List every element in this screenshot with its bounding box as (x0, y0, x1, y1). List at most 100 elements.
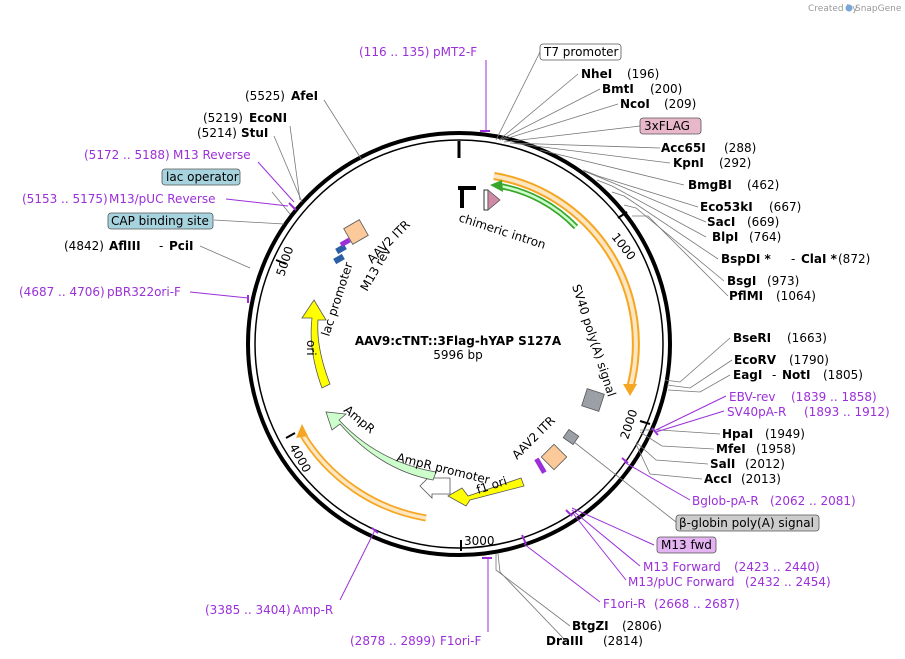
box-cap-binding-site[interactable] (107, 212, 214, 230)
enzyme-bsgi-pos: (973) (767, 274, 799, 288)
label-chimeric-intron: chimeric intron (457, 211, 547, 252)
box-3xflag[interactable] (639, 117, 702, 135)
snapgene-logo (845, 4, 853, 12)
sv40-polya-feature[interactable] (581, 388, 605, 412)
enzyme-blpi-pos: (764) (749, 230, 781, 244)
enzyme-bmti[interactable]: BmtI (602, 82, 634, 96)
enzyme-bseri[interactable]: BseRI (733, 331, 771, 345)
primer-bglob[interactable]: Bglob-pA-R (692, 494, 759, 508)
t7-feature[interactable] (483, 189, 489, 211)
primer-m13rev[interactable]: M13 Reverse (173, 148, 251, 162)
primer-pbr322[interactable]: pBR322ori-F (107, 285, 181, 299)
primer-ampr[interactable]: Amp-R (293, 603, 333, 617)
ampr-arrow[interactable] (325, 411, 437, 481)
primer-m13pucrev-range: (5153 .. 5175) (22, 192, 108, 206)
enzyme-mfei-pos: (1958) (756, 442, 796, 456)
enzyme-acc65i-pos: (288) (724, 141, 756, 155)
enzyme-afei[interactable]: AfeI (291, 89, 318, 103)
enzyme-hpai[interactable]: HpaI (722, 427, 753, 441)
enzyme-mfei[interactable]: MfeI (716, 442, 746, 456)
orf-arc-right-fill (493, 174, 638, 389)
leader-lines (199, 51, 733, 642)
enzyme-sali[interactable]: SalI (710, 457, 735, 471)
enzyme-sali-pos: (2012) (745, 457, 785, 471)
enzyme-clai[interactable]: ClaI * (801, 252, 838, 266)
flag-feature[interactable] (487, 189, 501, 211)
backbone-inner-ring (254, 139, 664, 549)
enzyme-sep-bspdi: - (791, 252, 795, 266)
label-3xflag: 3xFLAG (644, 119, 690, 133)
enzyme-blpi[interactable]: BlpI (712, 230, 738, 244)
enzyme-bspdi[interactable]: BspDI * (721, 252, 771, 266)
enzyme-acc65i[interactable]: Acc65I (661, 141, 706, 155)
enzyme-bmgbi[interactable]: BmgBI (688, 178, 732, 192)
tick-label-3000: 3000 (464, 534, 495, 548)
enzyme-saci[interactable]: SacI (707, 215, 735, 229)
m13-fwd-feature[interactable] (534, 457, 547, 474)
enzyme-bsgi[interactable]: BsgI (727, 274, 756, 288)
primer-f1orir[interactable]: F1ori-R (603, 597, 646, 611)
enzyme-ncoi-pos: (209) (664, 97, 696, 111)
enzyme-afliii[interactable]: AflIII (109, 239, 141, 253)
primer-f1orif-range: (2878 .. 2899) (350, 634, 436, 648)
primer-ebvrev-range: (1839 .. 1858) (791, 390, 877, 404)
chimeric-intron-arc-head (490, 180, 503, 192)
primer-sv40par-range: (1893 .. 1912) (804, 405, 890, 419)
ampr-orf-arc-head (296, 424, 308, 438)
enzyme-draiii[interactable]: DraIII (546, 634, 583, 648)
enzyme-hpai-pos: (1949) (765, 427, 805, 441)
bglobin-feature[interactable] (562, 428, 580, 446)
primer-m13pucfwd[interactable]: M13/pUC Forward (628, 575, 735, 589)
enzyme-eagi[interactable]: EagI (733, 368, 762, 382)
credit-brand: SnapGene (855, 4, 902, 14)
enzyme-btgzi[interactable]: BtgZI (572, 619, 609, 633)
m13-rev-feature[interactable] (339, 237, 351, 248)
backbone-outer-ring (246, 131, 672, 557)
enzyme-labels-left: (5525) AfeI (5219) EcoNI (5214) StuI (48… (64, 89, 318, 253)
enzyme-econi[interactable]: EcoNI (249, 111, 287, 125)
primer-m13pucrev[interactable]: M13/pUC Reverse (109, 192, 216, 206)
enzyme-saci-pos: (669) (747, 215, 779, 229)
primer-labels: (116 .. 135) pMT2-F (5172 .. 5188) M13 R… (19, 45, 890, 648)
primer-sv40par[interactable]: SV40pA-R (727, 405, 786, 419)
primer-m13fwd[interactable]: M13 Forward (643, 560, 721, 574)
box-m13-fwd[interactable] (656, 536, 717, 554)
lac-operator-feature[interactable] (335, 243, 347, 255)
enzyme-eco53ki[interactable]: Eco53kI (700, 200, 753, 214)
enzyme-acci-pos: (2013) (741, 472, 781, 486)
credit-text: Created by (808, 4, 858, 14)
enzyme-kpni[interactable]: KpnI (673, 156, 704, 170)
promoter-marker-top (458, 186, 476, 190)
primer-m13pucfwd-range: (2432 .. 2454) (745, 575, 831, 589)
promoter-marker (460, 186, 464, 208)
cap-site-feature[interactable] (333, 253, 345, 265)
box-t7-promoter[interactable] (539, 43, 622, 61)
enzyme-bseri-pos: (1663) (787, 331, 827, 345)
box-bglobin-polya[interactable] (675, 514, 820, 532)
enzyme-eco53ki-pos: (667) (769, 200, 801, 214)
primer-ebvrev[interactable]: EBV-rev (729, 390, 775, 404)
ori-arrow[interactable] (301, 299, 331, 389)
f1-ori-arrow[interactable] (447, 477, 525, 507)
enzyme-noti[interactable]: NotI (782, 368, 811, 382)
enzyme-pflmi[interactable]: PflMI (729, 289, 763, 303)
enzyme-stui[interactable]: StuI (241, 126, 268, 140)
enzyme-pcii[interactable]: PciI (169, 239, 194, 253)
scale-ticks (275, 211, 651, 551)
enzyme-stui-pos: (5214) (197, 126, 237, 140)
primer-f1orif[interactable]: F1ori-F (440, 634, 481, 648)
enzyme-nhei[interactable]: NheI (581, 67, 612, 81)
enzyme-ncoi[interactable]: NcoI (620, 97, 650, 111)
label-bglobin-polya: β-globin poly(A) signal (679, 516, 814, 530)
enzyme-ecorv[interactable]: EcoRV (734, 353, 777, 367)
label-t7-promoter: T7 promoter (543, 45, 619, 59)
primer-f1orir-range: (2668 .. 2687) (654, 597, 740, 611)
enzyme-labels-right: NheI (196) BmtI (200) NcoI (209) Acc65I … (581, 67, 870, 486)
aav2-itr-left-feature[interactable] (343, 219, 369, 245)
primer-leaders (189, 60, 727, 632)
enzyme-acci[interactable]: AccI (704, 472, 732, 486)
enzyme-eagi-pos: (1805) (823, 368, 863, 382)
primer-pmt2f[interactable]: pMT2-F (433, 45, 477, 59)
box-lac-operator[interactable] (161, 168, 241, 186)
aav2-itr-right-feature[interactable] (540, 443, 568, 471)
